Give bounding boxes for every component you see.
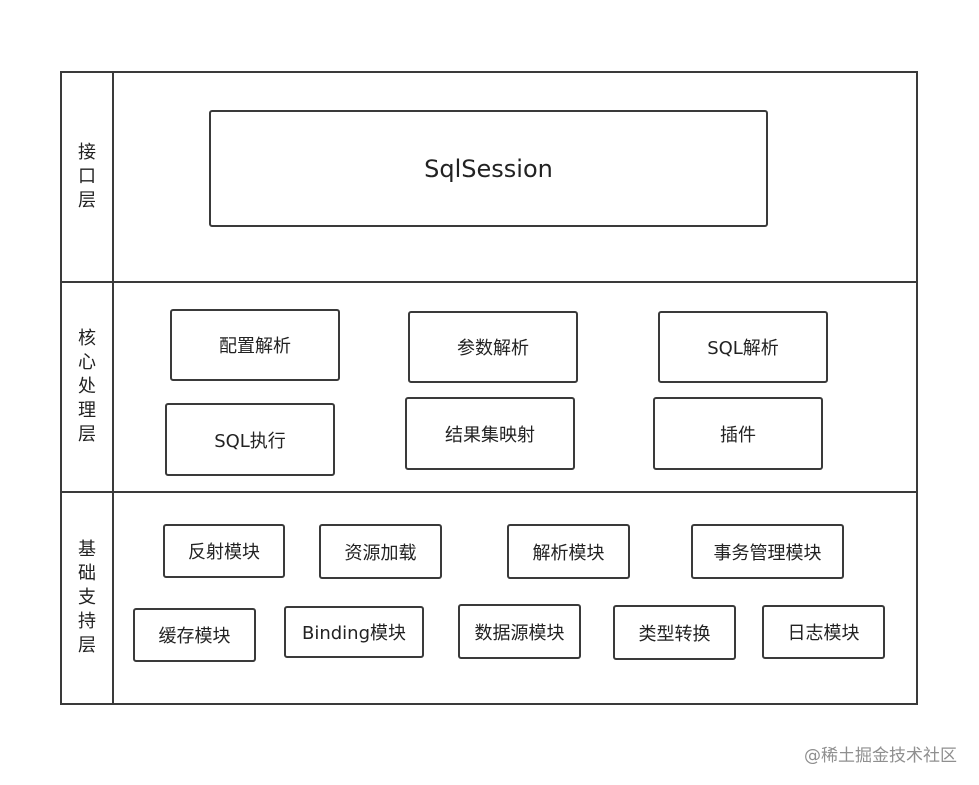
param-parse-module: 参数解析 [408,311,578,383]
architecture-diagram-frame [60,71,918,705]
cache-module: 缓存模块 [133,608,256,662]
sql-execute-module: SQL执行 [165,403,335,476]
interface-layer-label: 接口层 [78,142,96,211]
watermark-text: @稀土掘金技术社区 [804,746,957,766]
transaction-module: 事务管理模块 [691,524,844,579]
sqlsession-module: SqlSession [209,110,768,227]
parsing-module: 解析模块 [507,524,630,579]
binding-module: Binding模块 [284,606,424,658]
sql-parse-module: SQL解析 [658,311,828,383]
plugin-module: 插件 [653,397,823,470]
type-conversion-module: 类型转换 [613,605,736,660]
core-base-divider [60,491,918,493]
core-layer-label: 核心处理层 [78,328,96,445]
reflection-module: 反射模块 [163,524,285,578]
logging-module: 日志模块 [762,605,885,659]
base-layer-label: 基础支持层 [78,539,96,656]
label-column-divider [112,71,114,705]
config-parse-module: 配置解析 [170,309,340,381]
result-mapping-module: 结果集映射 [405,397,575,470]
datasource-module: 数据源模块 [458,604,581,659]
interface-core-divider [60,281,918,283]
resource-loading-module: 资源加载 [319,524,442,579]
